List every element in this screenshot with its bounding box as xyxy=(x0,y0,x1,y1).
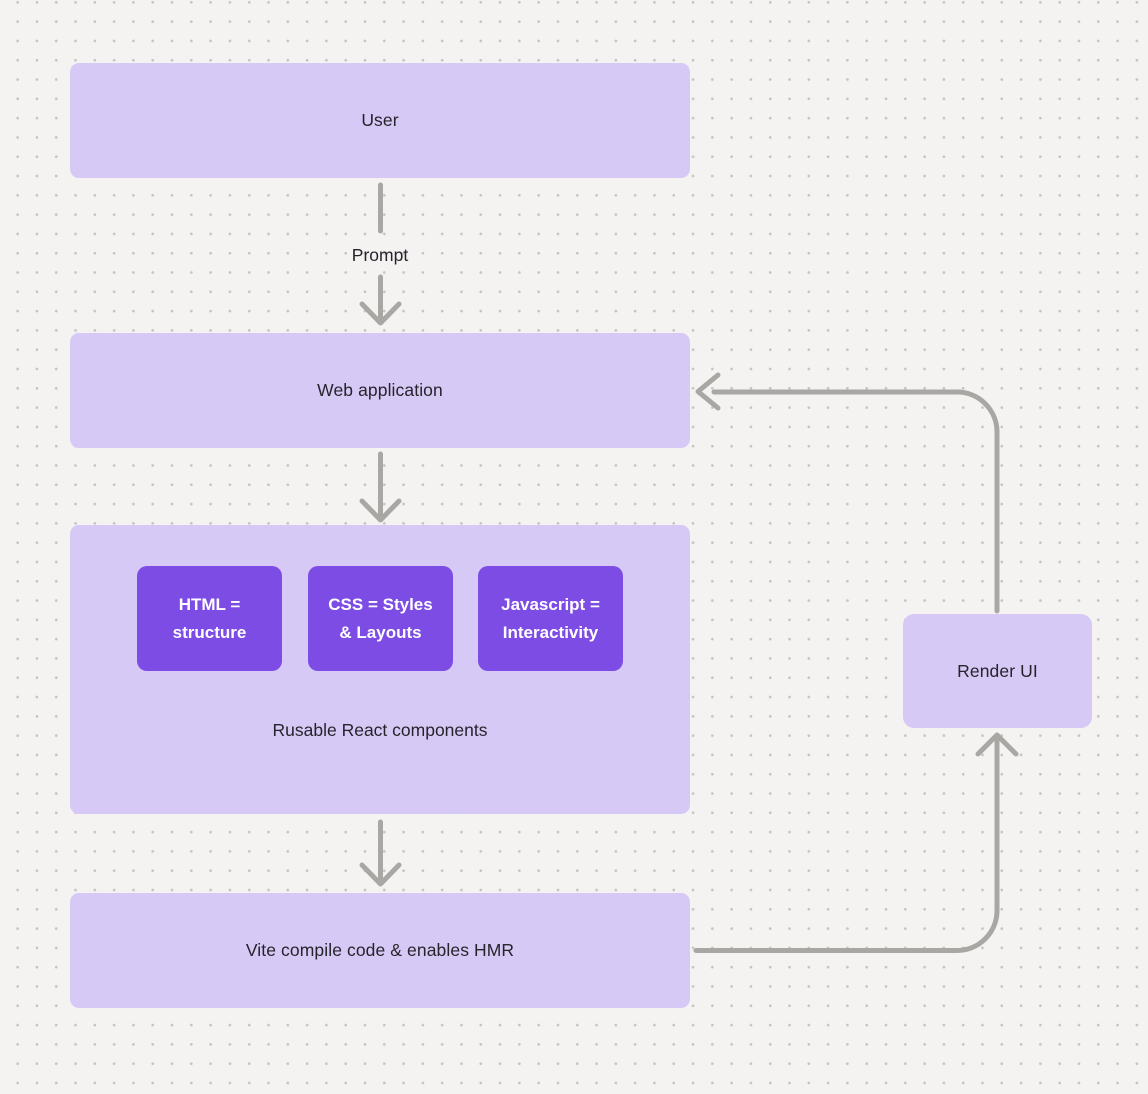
node-javascript-label-line1: Javascript = xyxy=(501,594,600,614)
edge-vite-to-renderui-line xyxy=(693,737,1000,953)
components-group-caption: Rusable React components xyxy=(272,720,488,740)
edge-renderui-to-webapp-arrowhead xyxy=(695,372,721,411)
node-render-ui-label: Render UI xyxy=(957,660,1038,681)
edge-vite-to-renderui-arrowhead xyxy=(975,732,1019,757)
node-user[interactable]: User xyxy=(70,63,690,178)
edge-label-prompt: Prompt xyxy=(351,245,409,265)
node-web-application[interactable]: Web application xyxy=(70,333,690,448)
node-css-label-line2: & Layouts xyxy=(339,622,422,642)
node-html-label-line1: HTML = xyxy=(178,594,241,614)
node-html-label-line2: structure xyxy=(172,622,247,642)
node-vite-label: Vite compile code & enables HMR xyxy=(245,940,515,960)
node-user-label: User xyxy=(361,110,399,130)
node-javascript-label-line2: Interactivity xyxy=(502,622,599,642)
node-javascript[interactable]: Javascript = Interactivity xyxy=(478,566,623,671)
node-html[interactable]: HTML = structure xyxy=(137,566,282,671)
edge-renderui-to-webapp-line xyxy=(711,389,1000,614)
node-css[interactable]: CSS = Styles & Layouts xyxy=(308,566,453,671)
node-vite[interactable]: Vite compile code & enables HMR xyxy=(70,893,690,1008)
node-web-application-label: Web application xyxy=(317,380,443,400)
node-render-ui[interactable]: Render UI xyxy=(903,614,1092,728)
edge-webapp-to-group-arrowhead xyxy=(359,498,402,523)
edge-prompt-to-webapp-arrowhead xyxy=(359,301,402,326)
node-css-label-line1: CSS = Styles xyxy=(328,594,433,614)
edge-group-to-vite-arrowhead xyxy=(359,862,402,887)
